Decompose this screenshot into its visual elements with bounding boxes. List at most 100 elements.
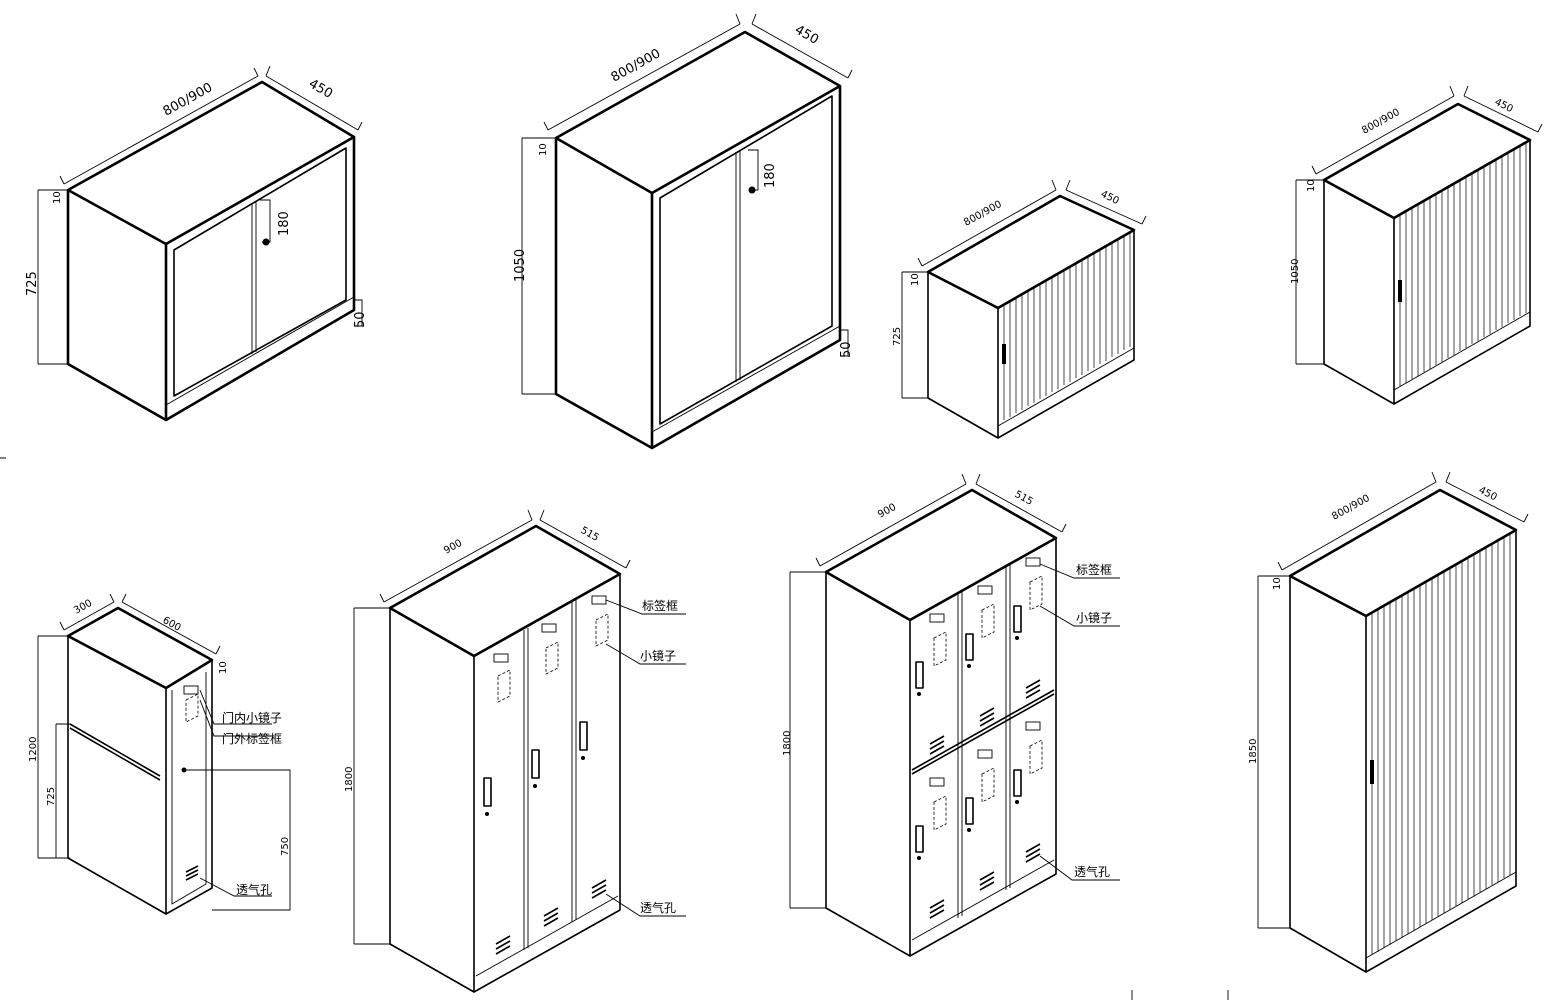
c5-top-label: 10 xyxy=(218,661,229,674)
c5-callout-vent: 透气孔 xyxy=(236,882,272,897)
c6-label-leader xyxy=(605,599,686,615)
c4-depth-label: 450 xyxy=(1493,97,1515,115)
c2-handle-dim xyxy=(748,149,759,191)
c5-mid-label: 725 xyxy=(46,787,57,806)
cabinet-5-side xyxy=(67,636,167,915)
c5-side-dim xyxy=(184,769,291,911)
c6-callout-label-frame: 标签框 xyxy=(642,598,678,613)
c2-depth-label: 450 xyxy=(792,22,821,47)
c2-base-label: 50 xyxy=(839,341,854,358)
c7-depth-label: 515 xyxy=(1013,489,1035,508)
c2-width-label: 800/900 xyxy=(609,46,664,85)
cabinet-2-door-split xyxy=(735,150,741,382)
cabinet-2-top xyxy=(554,30,842,195)
c6-depth-dim xyxy=(539,509,631,569)
cabinet-5-label-frame xyxy=(183,685,199,695)
c2-depth-dim xyxy=(751,13,853,79)
c6-width-label: 900 xyxy=(442,538,464,557)
c3-height-label: 725 xyxy=(892,327,903,346)
c5-width-dim xyxy=(59,593,115,631)
sheet-edge-ticks xyxy=(0,457,1229,1000)
c8-height-dim xyxy=(1257,575,1290,929)
c6-callout-mirror: 小镜子 xyxy=(640,648,676,663)
cabinet-3-side xyxy=(927,272,999,439)
cabinet-3-handle xyxy=(1002,344,1006,364)
c5-side-label: 750 xyxy=(280,837,291,856)
c7-callout-mirror: 小镜子 xyxy=(1076,610,1112,625)
c5-width-label: 300 xyxy=(72,598,94,617)
cabinet-5-mirror xyxy=(185,693,199,723)
cabinet-3-plinth xyxy=(997,347,1135,427)
c8-width-label: 800/900 xyxy=(1330,493,1372,523)
cabinet-7-side xyxy=(825,572,911,957)
c3-depth-dim xyxy=(1065,179,1147,225)
cabinet-5-vents xyxy=(185,865,199,881)
c1-base-label: 50 xyxy=(353,311,368,328)
cabinet-2-door-frame xyxy=(659,95,833,425)
cabinet-8-side xyxy=(1289,576,1367,973)
c6-height-label: 1800 xyxy=(344,767,355,792)
cabinet-6-door-details xyxy=(483,595,609,955)
cabinet-4: 800/900 450 1050 10 xyxy=(1290,85,1543,405)
cabinet-1-plinth xyxy=(165,296,355,406)
c1-handle-label: 180 xyxy=(277,211,292,236)
c5-height-label: 1200 xyxy=(28,737,39,762)
cabinet-5-front xyxy=(165,660,213,915)
c7-mirror-leader xyxy=(1039,605,1120,627)
cabinet-4-front xyxy=(1393,140,1531,405)
cabinet-6-side xyxy=(389,608,475,993)
cabinet-8-front xyxy=(1365,530,1517,973)
cabinet-5-door xyxy=(171,672,207,905)
cabinet-1-door-split xyxy=(251,202,257,354)
c1-height-dim xyxy=(37,189,68,365)
c1-depth-label: 450 xyxy=(306,76,335,101)
c7-height-dim xyxy=(789,571,826,909)
c2-base-dim xyxy=(840,329,849,357)
c7-depth-dim xyxy=(975,473,1067,533)
c3-height-dim xyxy=(901,271,928,399)
cabinet-1-top xyxy=(66,80,356,246)
c7-width-dim xyxy=(815,473,967,567)
cabinet-2: 800/900 450 1050 10 180 50 xyxy=(513,13,854,450)
c1-handle-dim xyxy=(260,199,271,243)
c2-top-label: 10 xyxy=(538,143,549,156)
c3-depth-label: 450 xyxy=(1099,189,1121,207)
c6-mirror-leader xyxy=(605,643,686,665)
c3-width-dim xyxy=(917,179,1057,267)
cabinet-1-side xyxy=(66,190,168,422)
cabinet-8: 800/900 450 1850 10 xyxy=(1248,471,1529,973)
c1-width-dim xyxy=(59,67,259,185)
c4-depth-dim xyxy=(1463,85,1543,133)
c2-width-dim xyxy=(543,13,741,131)
cabinet-3: 800/900 450 725 10 xyxy=(892,179,1147,439)
cabinet-7-row-split xyxy=(911,689,1055,775)
cabinet-2-side xyxy=(554,138,654,450)
c8-width-dim xyxy=(1277,471,1437,571)
c7-callout-vent: 透气孔 xyxy=(1074,864,1110,879)
c1-height-label: 725 xyxy=(25,271,40,296)
c6-width-dim xyxy=(379,509,533,603)
c5-callout-mirror: 门内小镜子 xyxy=(222,710,282,725)
c4-width-label: 800/900 xyxy=(1360,107,1402,137)
c6-callout-vent: 透气孔 xyxy=(640,900,676,915)
c1-depth-dim xyxy=(265,65,363,131)
c5-mirror-leader xyxy=(199,689,272,737)
cabinet-3-front xyxy=(997,230,1135,439)
c1-top-label: 10 xyxy=(52,191,63,204)
c3-width-label: 800/900 xyxy=(962,199,1004,229)
c5-depth-dim xyxy=(121,593,221,655)
cabinet-6-plinth xyxy=(475,895,619,977)
c7-vent-leader xyxy=(1039,855,1120,881)
c4-width-dim xyxy=(1311,85,1455,175)
c5-depth-label: 600 xyxy=(161,615,183,634)
cabinet-8-top xyxy=(1288,488,1518,618)
cabinet-4-plinth xyxy=(1393,311,1531,391)
cabinet-6: 900 515 1800 标签框 小镜子 透气孔 xyxy=(344,509,686,993)
cabinet-4-top xyxy=(1322,102,1532,220)
cabinet-7-door-splits xyxy=(957,564,1011,918)
cabinet-1: 800/900 450 725 10 180 50 xyxy=(25,65,368,422)
cabinet-1-front xyxy=(165,137,356,422)
cabinet-5-top xyxy=(66,606,214,690)
